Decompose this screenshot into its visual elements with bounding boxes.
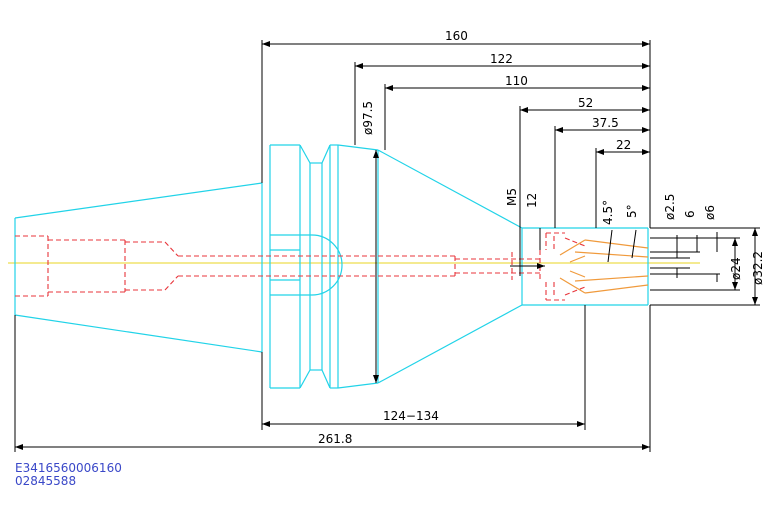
internal-bore-hidden-lines <box>15 232 586 301</box>
dim-dia32-2: ø32.2 <box>751 251 765 285</box>
dim-37-5: 37.5 <box>592 116 619 130</box>
part-code-line-2: 02845588 <box>15 474 77 488</box>
dim-dia6: ø6 <box>703 205 717 220</box>
flange-outline <box>269 144 379 389</box>
dim-52: 52 <box>578 96 593 110</box>
collet-taper <box>559 239 649 294</box>
dim-6: 6 <box>683 210 697 218</box>
dimension-labels: 160 122 110 52 37.5 22 124−134 261.8 ø97… <box>318 29 765 446</box>
dim-122: 122 <box>490 52 513 66</box>
taper-shank-outline <box>14 182 263 353</box>
dim-22: 22 <box>616 138 631 152</box>
dim-dia97-5: ø97.5 <box>361 101 375 135</box>
dim-dia24: ø24 <box>729 257 743 280</box>
dim-12: 12 <box>525 193 539 208</box>
part-code-line-1: E3416560006160 <box>15 461 122 475</box>
nose-cone-outline <box>377 149 649 384</box>
dim-124-134: 124−134 <box>383 409 439 423</box>
dim-110: 110 <box>505 74 528 88</box>
dim-angle-5: 5° <box>625 204 639 218</box>
dim-m5: M5 <box>505 188 519 206</box>
dim-dia2-5: ø2.5 <box>663 194 677 220</box>
dim-261-8: 261.8 <box>318 432 352 446</box>
part-code-block: E3416560006160 02845588 <box>15 462 122 488</box>
dim-160: 160 <box>445 29 468 43</box>
dim-angle-4-5: 4.5° <box>601 200 615 225</box>
dimension-lines <box>14 40 760 452</box>
